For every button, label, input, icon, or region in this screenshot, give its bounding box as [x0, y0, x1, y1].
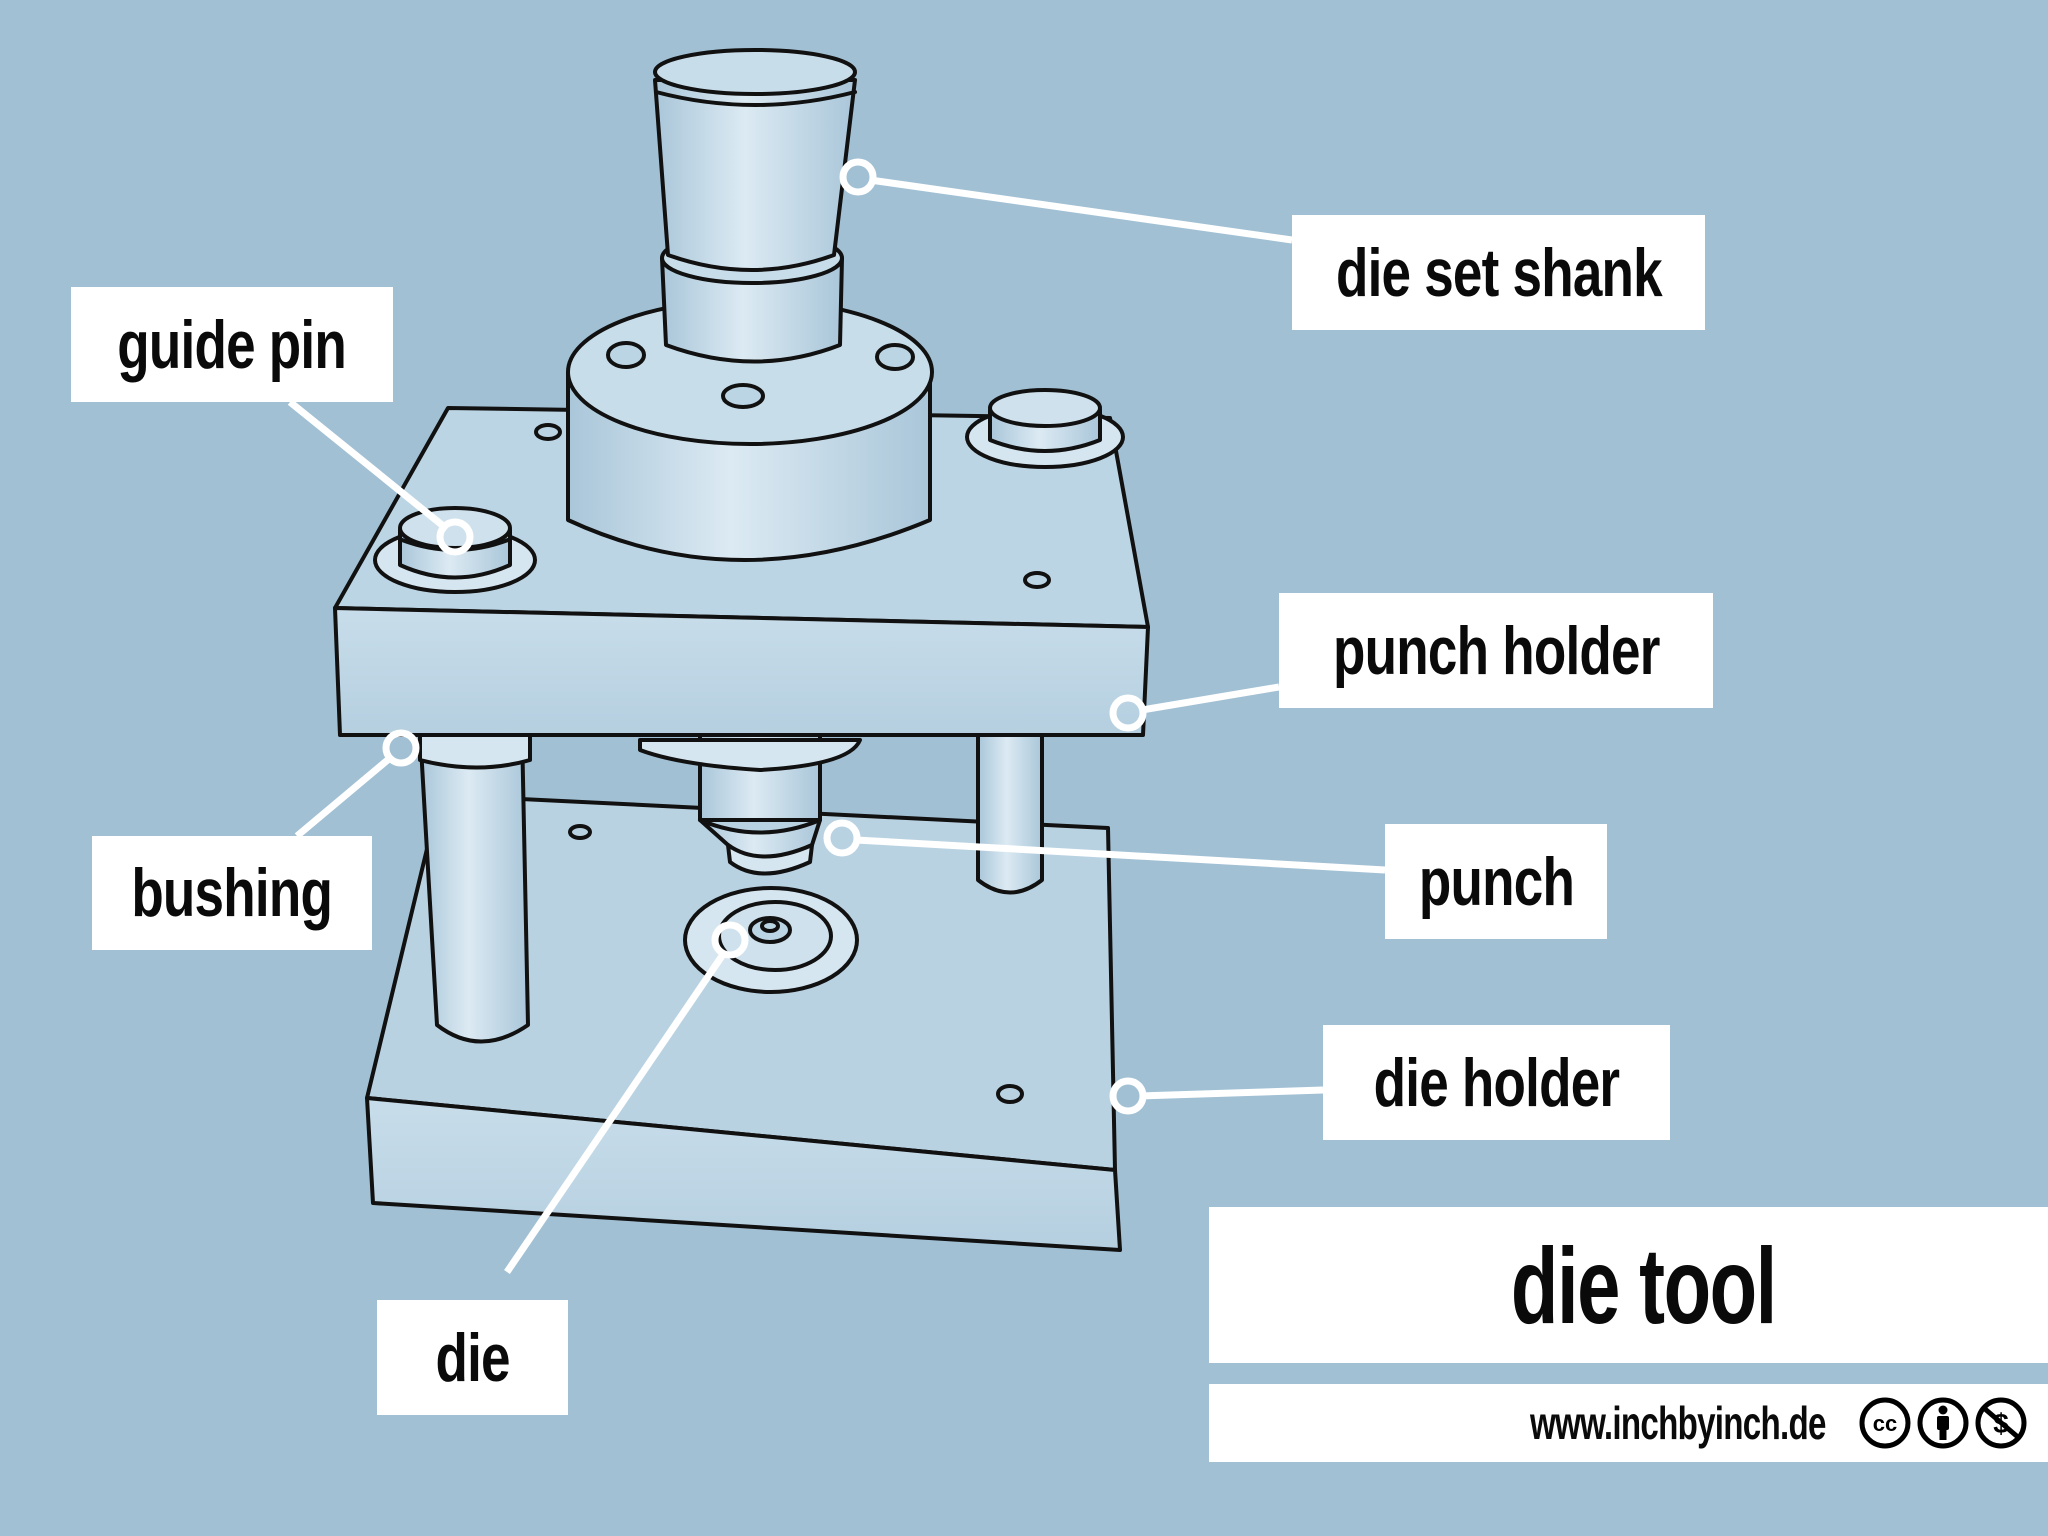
leader-die: [504, 951, 727, 1274]
guide-post-right: [976, 728, 1044, 895]
leader-guide-pin: [287, 399, 450, 532]
leader-lines: [287, 158, 1386, 1274]
label-die-set-shank: die set shank: [1292, 215, 1705, 330]
leader-bushing: [294, 755, 393, 839]
guide-pin-left-part: [373, 506, 537, 594]
leader-punch-holder: [1141, 683, 1280, 714]
die-part: [683, 886, 859, 994]
cc-icon: cc: [1859, 1397, 1911, 1449]
by-attribution-icon: [1917, 1397, 1969, 1449]
label-punch-holder: punch holder: [1279, 593, 1713, 708]
website-link[interactable]: www.inchbyinch.de: [1530, 1397, 1826, 1449]
label-die-holder: die holder: [1323, 1025, 1670, 1140]
title-box: die tool: [1209, 1207, 2048, 1363]
label-text: bushing: [131, 855, 334, 931]
die-set-shank-part: [653, 48, 857, 272]
license-icons: cc $: [1858, 1396, 2028, 1450]
guide-pin-right-part: [965, 388, 1125, 469]
label-text: die: [435, 1319, 510, 1396]
label-guide-pin: guide pin: [71, 287, 393, 402]
label-punch: punch: [1385, 824, 1607, 939]
punch-holder-part: [333, 406, 1150, 737]
label-text: punch holder: [1332, 612, 1660, 689]
noncommercial-icon: $: [1975, 1397, 2027, 1449]
guide-post-left: [418, 728, 530, 1044]
label-text: punch: [1418, 843, 1574, 920]
svg-text:cc: cc: [1873, 1411, 1897, 1436]
leader-die-holder: [1139, 1086, 1324, 1100]
label-bushing: bushing: [92, 836, 372, 950]
label-text: die set shank: [1335, 234, 1663, 311]
leader-punch: [855, 836, 1386, 874]
leader-die-set-shank: [869, 176, 1293, 244]
label-die: die: [377, 1300, 568, 1415]
label-text: guide pin: [117, 306, 347, 383]
label-text: die holder: [1373, 1044, 1620, 1121]
page-title: die tool: [1510, 1224, 1776, 1346]
footer-box: www.inchbyinch.de cc $: [1209, 1384, 2048, 1462]
